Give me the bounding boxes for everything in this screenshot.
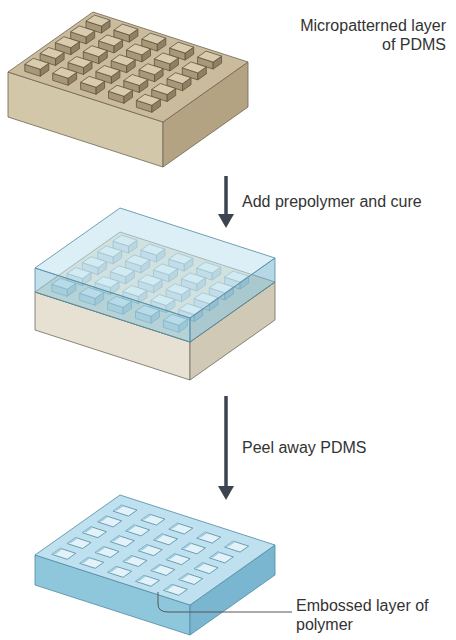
part-label: Micropatterned layer of PDMS [290, 16, 446, 54]
well-wall [209, 552, 220, 558]
top-face [198, 51, 222, 62]
top-face [127, 44, 151, 55]
embossed-well [181, 543, 205, 554]
embossed-well [67, 538, 91, 549]
well-wall [225, 541, 236, 547]
top-face [109, 85, 133, 96]
top-face [142, 33, 166, 44]
pdms-mold [8, 12, 248, 167]
embossed-well [141, 514, 165, 525]
embossed-well [136, 575, 160, 586]
top-face [35, 208, 275, 318]
embossed-well [113, 505, 137, 516]
well-wall [166, 554, 177, 560]
top-face [124, 75, 148, 86]
top-face [139, 64, 163, 75]
embossed-well [110, 536, 134, 547]
well-wall [194, 563, 205, 569]
top-face [152, 84, 176, 95]
well-wall [67, 538, 78, 544]
embossed-well [126, 525, 150, 536]
well-wall [169, 523, 180, 529]
well-wall [108, 566, 119, 572]
embossed-well [82, 527, 106, 538]
embossed-well [123, 556, 147, 567]
well-wall [151, 565, 162, 571]
well-wall [136, 575, 147, 581]
top-face [68, 57, 92, 68]
top-face [154, 53, 178, 64]
embossed-well [169, 523, 193, 534]
embossed-well [151, 565, 175, 576]
leader-line [158, 592, 292, 612]
top-face [25, 58, 49, 69]
top-face [55, 37, 79, 48]
mold-with-prepolymer [35, 208, 275, 380]
top-face [99, 35, 123, 46]
well-wall [179, 574, 190, 580]
embossed-well [98, 516, 122, 527]
well-wall [163, 584, 174, 590]
well-wall [154, 534, 165, 540]
top-face [40, 48, 64, 59]
embossed-well [80, 557, 104, 568]
well-wall [52, 548, 63, 554]
part-label: Embossed layer of polymer [296, 596, 446, 634]
process-arrow [218, 176, 234, 228]
embossed-well [108, 566, 132, 577]
well-wall [126, 525, 137, 531]
embossed-well [52, 548, 76, 559]
top-face [182, 62, 206, 73]
embossed-well [194, 563, 218, 574]
well-wall [141, 514, 152, 520]
top-face [114, 24, 138, 35]
well-wall [138, 545, 149, 551]
top-face [53, 67, 77, 78]
top-face [170, 42, 194, 53]
top-face [111, 55, 135, 66]
well-wall [113, 505, 124, 511]
top-face [81, 76, 105, 87]
well-wall [98, 516, 109, 522]
embossed-well [225, 541, 249, 552]
embossed-well [197, 532, 221, 543]
embossed-well [154, 534, 178, 545]
well-wall [123, 556, 134, 562]
top-face [71, 26, 95, 37]
well-wall [181, 543, 192, 549]
top-face [96, 66, 120, 77]
step-label: Add prepolymer and cure [242, 192, 448, 211]
step-label: Peel away PDMS [242, 438, 448, 457]
top-face [136, 94, 160, 105]
top-face [35, 495, 275, 605]
well-wall [197, 532, 208, 538]
top-face [83, 46, 107, 57]
well-wall [82, 527, 93, 533]
top-face [167, 73, 191, 84]
top-face [8, 12, 248, 122]
embossed-well [179, 574, 203, 585]
embossed-well [95, 547, 119, 558]
embossed-well [209, 552, 233, 563]
top-face [86, 15, 110, 26]
front-face [8, 72, 163, 167]
well-wall [110, 536, 121, 542]
well-wall [80, 557, 91, 563]
embossed-well [166, 554, 190, 565]
process-arrow [218, 396, 234, 500]
well-wall [95, 547, 106, 553]
embossed-well [138, 545, 162, 556]
embossed-polymer [35, 495, 275, 635]
embossed-well [163, 584, 187, 595]
